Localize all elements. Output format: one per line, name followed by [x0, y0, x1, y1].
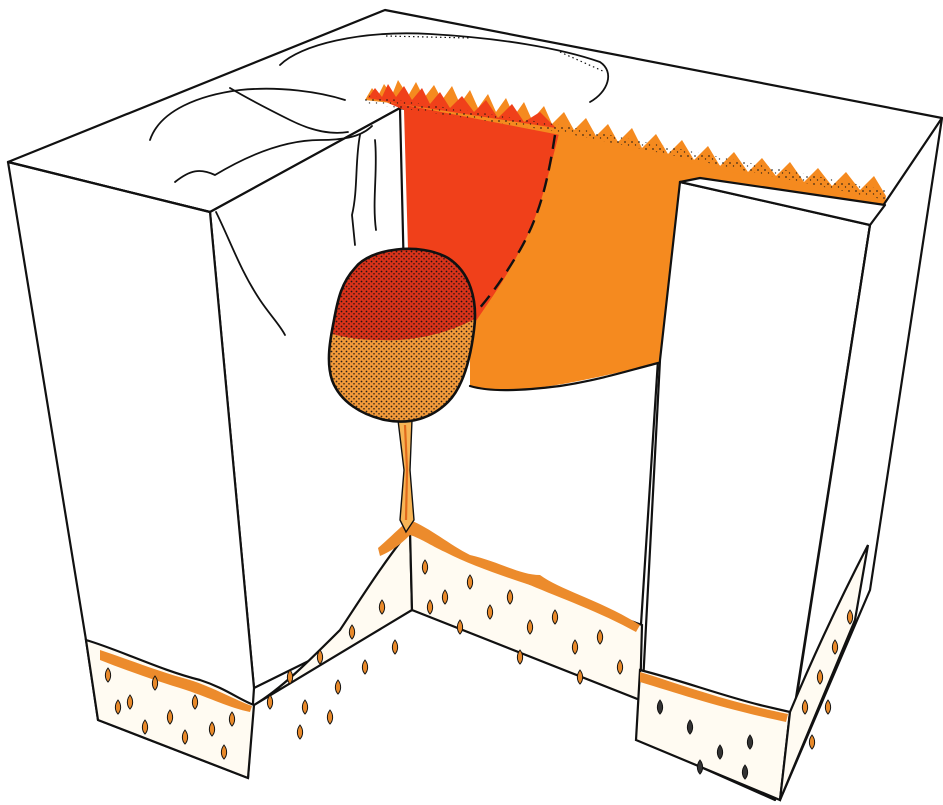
droplet: [335, 680, 340, 694]
droplet: [697, 760, 702, 774]
droplet: [747, 735, 752, 749]
droplet: [327, 710, 332, 724]
droplet: [142, 720, 147, 734]
droplet: [617, 660, 622, 674]
droplet: [182, 730, 187, 744]
droplet: [209, 722, 214, 736]
droplet: [507, 590, 512, 604]
droplet: [802, 700, 807, 714]
droplet: [847, 610, 852, 624]
droplet: [457, 620, 462, 634]
droplet: [267, 695, 272, 709]
droplet: [487, 605, 492, 619]
droplet: [657, 700, 662, 714]
droplet: [379, 600, 384, 614]
droplet: [297, 725, 302, 739]
droplet: [552, 610, 557, 624]
droplet: [517, 650, 522, 664]
droplet: [192, 695, 197, 709]
droplet: [597, 630, 602, 644]
droplet: [167, 710, 172, 724]
droplet: [422, 560, 427, 574]
droplet: [832, 640, 837, 654]
droplet: [105, 668, 110, 682]
droplet: [287, 670, 292, 684]
droplet: [127, 695, 132, 709]
droplet: [302, 700, 307, 714]
droplet: [717, 745, 722, 759]
droplet: [467, 575, 472, 589]
droplet: [809, 735, 814, 749]
droplet: [152, 676, 157, 690]
droplet: [229, 712, 234, 726]
droplet: [317, 650, 322, 664]
droplet: [817, 670, 822, 684]
droplet: [349, 625, 354, 639]
droplet: [427, 600, 432, 614]
droplet: [825, 700, 830, 714]
droplet: [115, 700, 120, 714]
droplet: [362, 660, 367, 674]
droplet: [527, 620, 532, 634]
droplet: [572, 640, 577, 654]
droplet: [687, 720, 692, 734]
droplet: [221, 745, 226, 759]
droplet: [442, 590, 447, 604]
droplet: [742, 765, 747, 779]
droplet: [392, 640, 397, 654]
droplet: [577, 670, 582, 684]
